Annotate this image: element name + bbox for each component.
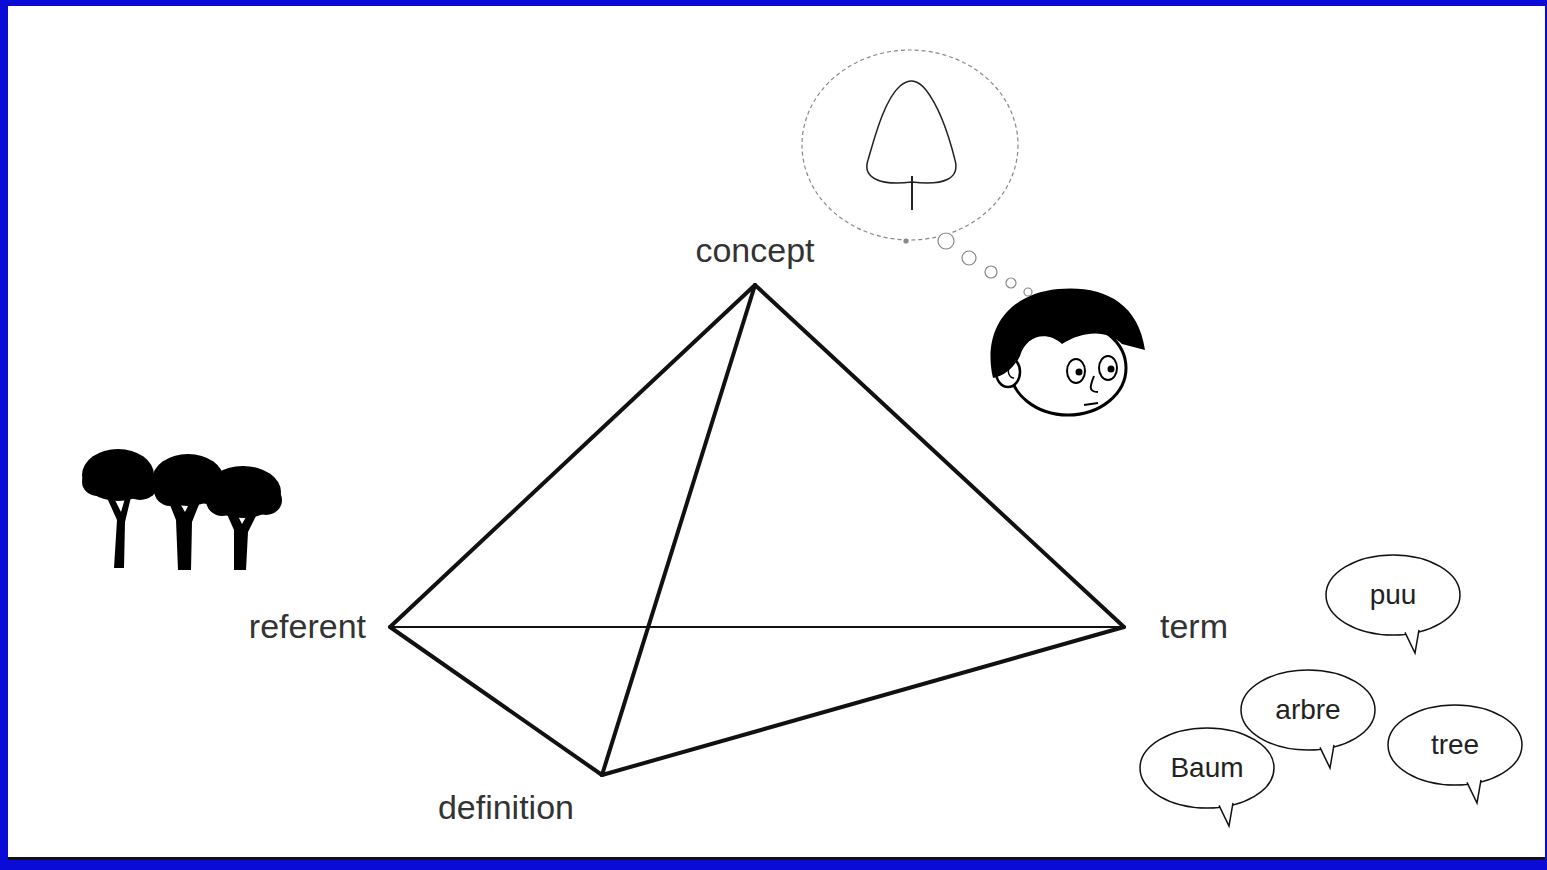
tetrahedron-edge: [390, 626, 1124, 628]
word: arbre: [1238, 668, 1378, 752]
vertex-label: term: [1124, 608, 1228, 645]
bubble-tail: [1405, 630, 1419, 653]
vertex-name: concept: [695, 232, 814, 269]
bubble-tail-fill: [1467, 780, 1481, 803]
word: tree: [1385, 703, 1525, 787]
vertex-name: term: [1160, 608, 1228, 645]
vertex-label: referent: [249, 608, 390, 645]
vertex-name: definition: [438, 789, 574, 826]
speech-bubble: tree: [1385, 703, 1525, 807]
thinking-face: [991, 288, 1145, 415]
tetrahedron-edge: [602, 285, 755, 775]
bubble-tail-fill: [1320, 745, 1334, 768]
vertex-label: concept: [695, 232, 814, 285]
vertex-name: referent: [249, 608, 366, 645]
thought-bubble: [802, 50, 1044, 300]
tetrahedron-edge: [602, 627, 1124, 775]
vertex-label: definition: [438, 775, 602, 826]
word: Baum: [1137, 726, 1277, 810]
bubble-tail-fill: [1219, 803, 1233, 826]
speech-bubble: Baum: [1137, 726, 1277, 830]
bubble-tail: [1219, 803, 1233, 826]
tetrahedron-edge: [755, 285, 1124, 627]
tree-outline: [867, 81, 956, 210]
tree-silhouettes: [82, 449, 282, 570]
speech-bubble: puu: [1323, 553, 1463, 657]
tetrahedron-edge: [390, 627, 602, 775]
bubble-tail: [1467, 780, 1481, 803]
bubble-tail: [1320, 745, 1334, 768]
bubble-tail-fill: [1405, 630, 1419, 653]
word: puu: [1323, 553, 1463, 637]
